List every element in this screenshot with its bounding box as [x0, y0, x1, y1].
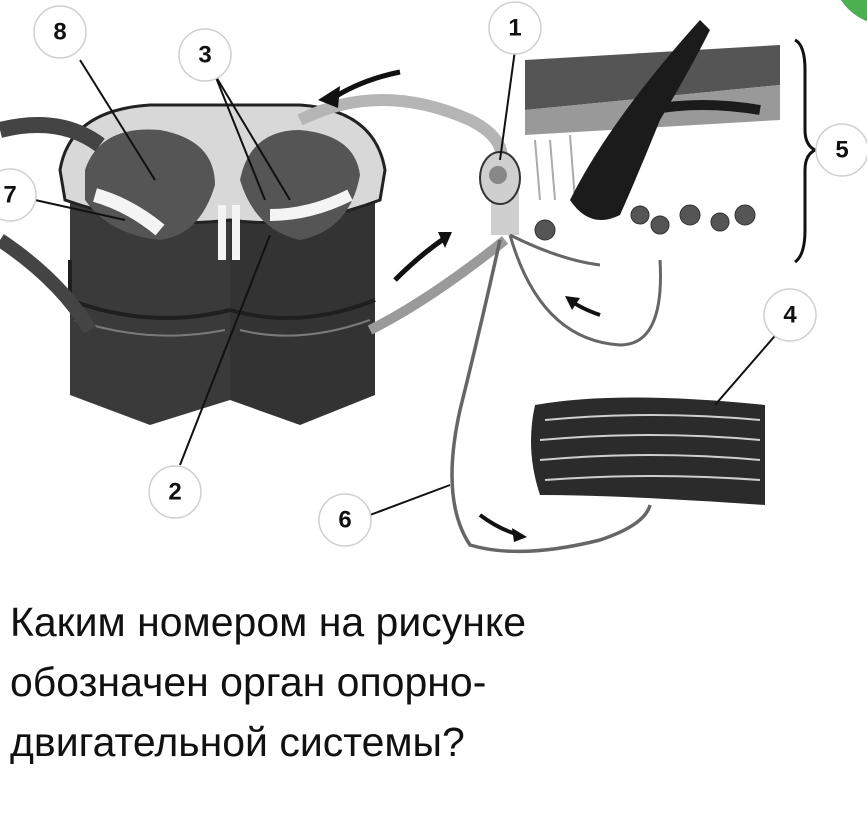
label-4: 4 — [763, 288, 817, 342]
ganglion — [479, 151, 521, 205]
skin — [525, 20, 780, 241]
question-line-2: обозначен орган опорно- — [10, 659, 487, 705]
svg-text:8: 8 — [53, 19, 66, 46]
svg-text:2: 2 — [168, 479, 181, 506]
arrows — [318, 69, 601, 542]
sensory-nerve — [508, 233, 662, 347]
svg-text:3: 3 — [198, 42, 211, 69]
label-5: 5 — [815, 123, 867, 177]
label-6: 6 — [318, 493, 372, 547]
label-2: 2 — [148, 465, 202, 519]
label-7: 7 — [0, 168, 37, 222]
question-line-3: двигательной системы? — [10, 719, 465, 765]
question-line-1: Каким номером на рисунке — [10, 599, 527, 645]
label-8: 8 — [33, 5, 87, 59]
svg-text:5: 5 — [835, 137, 848, 164]
svg-text:1: 1 — [508, 15, 521, 42]
reflex-arc-diagram: 8 3 1 5 7 4 2 6 — [0, 1, 867, 554]
svg-text:4: 4 — [783, 302, 797, 329]
spinal-cord — [58, 103, 387, 425]
muscle — [531, 397, 765, 505]
brace-5 — [794, 38, 819, 264]
motor-nerve — [450, 239, 652, 554]
label-1: 1 — [488, 1, 542, 55]
svg-text:6: 6 — [338, 507, 351, 534]
svg-text:7: 7 — [3, 182, 16, 209]
question-text: Каким номером на рисунке обозначен орган… — [10, 592, 850, 772]
label-3: 3 — [178, 28, 232, 82]
corner-accent — [840, 0, 867, 22]
